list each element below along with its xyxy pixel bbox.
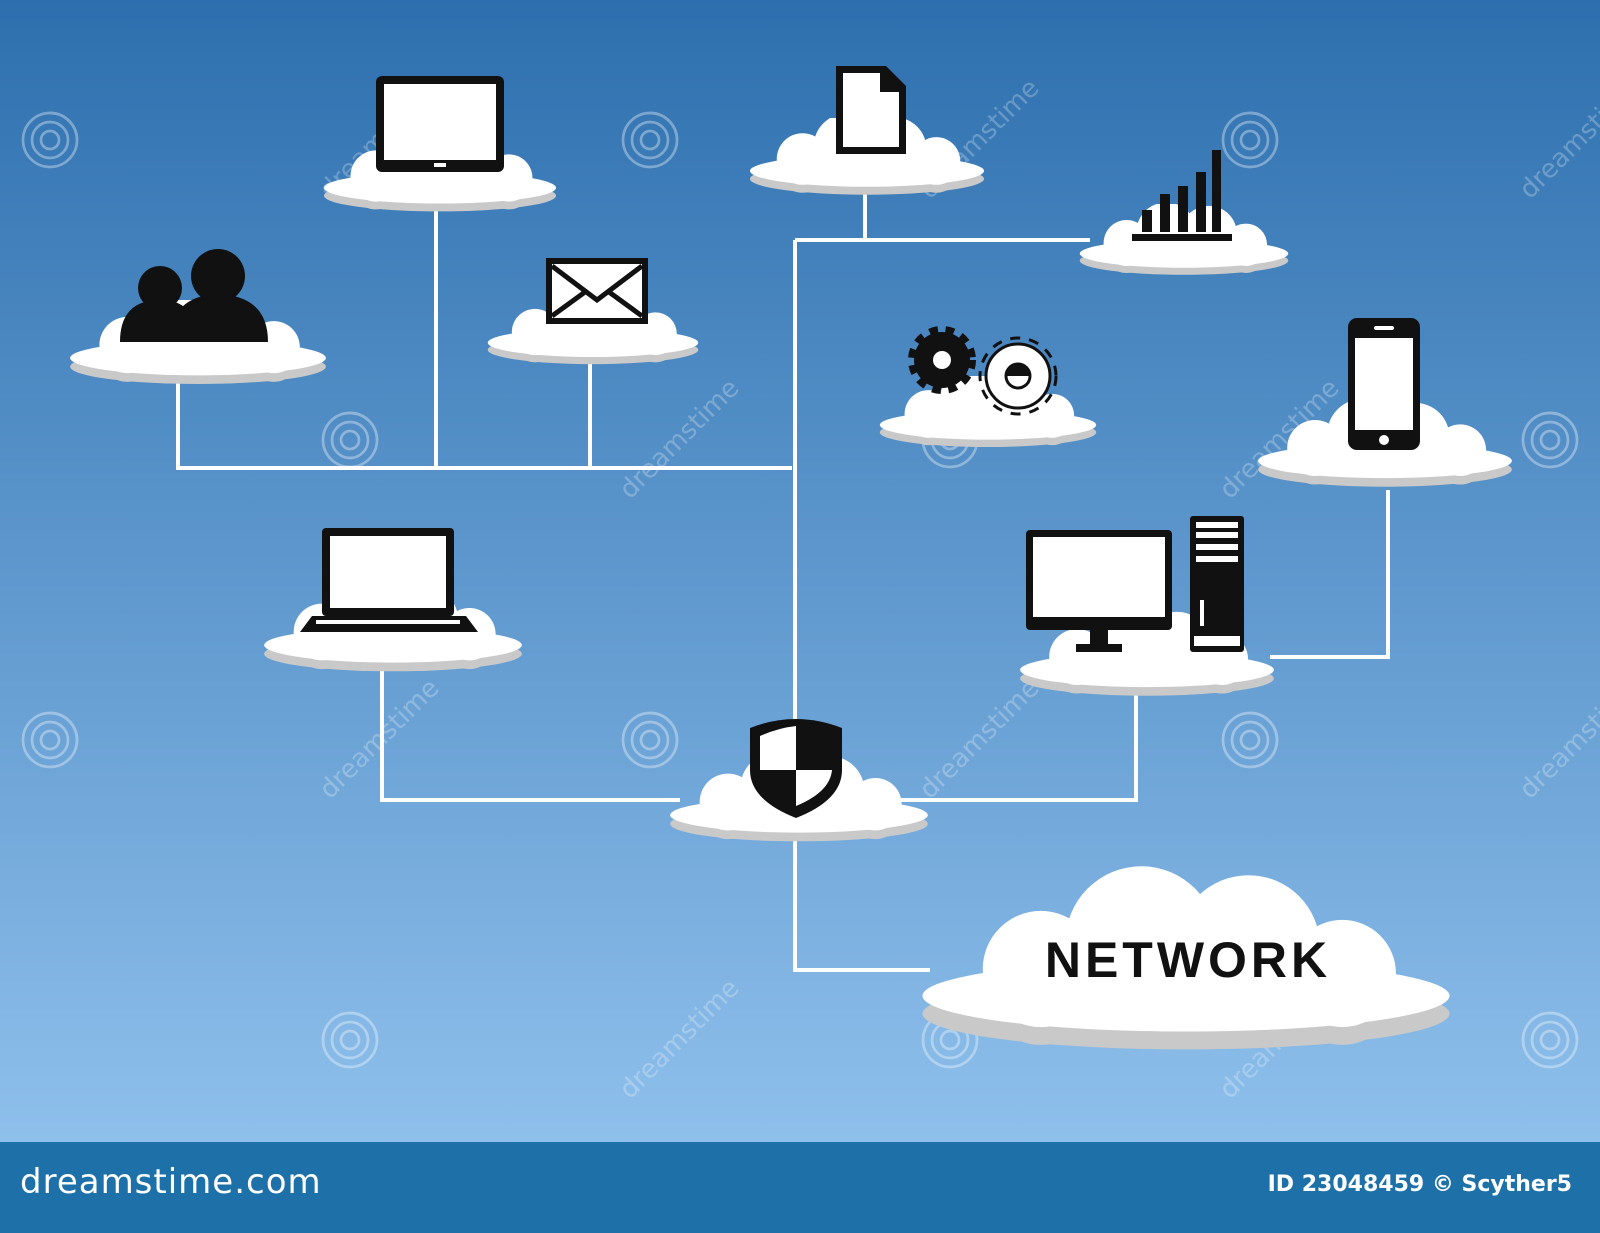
node-network: NETWORK — [922, 866, 1450, 1050]
node-users — [70, 249, 326, 384]
document-icon — [836, 66, 906, 154]
envelope-icon — [546, 258, 648, 324]
network-label: NETWORK — [1045, 932, 1331, 988]
desktop-computer-icon — [1026, 516, 1244, 652]
node-laptop — [264, 528, 522, 672]
connector-desktop — [900, 690, 1138, 802]
tablet-icon — [376, 76, 504, 172]
connector-laptop — [380, 665, 680, 802]
node-security — [670, 719, 928, 842]
node-phone — [1258, 318, 1512, 487]
connector-network — [793, 830, 930, 972]
shield-icon — [750, 719, 842, 818]
footer-brand[interactable]: dreamstime.com — [20, 1162, 322, 1202]
connector-users — [176, 378, 792, 470]
laptop-icon — [300, 528, 478, 632]
users-icon — [120, 249, 268, 342]
gears-icon — [908, 326, 1058, 416]
node-desktop — [1020, 516, 1274, 696]
node-settings — [879, 326, 1097, 447]
node-chart — [1079, 150, 1289, 275]
bar-chart-icon — [1132, 150, 1232, 241]
connector-lines — [176, 190, 1390, 972]
node-email — [487, 258, 699, 365]
smartphone-icon — [1348, 318, 1420, 450]
node-document — [749, 66, 985, 195]
connector-phone — [1270, 490, 1390, 659]
footer-bar: dreamstime.com ID 23048459 © Scyther5 — [0, 1142, 1600, 1233]
node-tablet — [323, 76, 557, 212]
footer-credit: ID 23048459 © Scyther5 — [1267, 1172, 1572, 1197]
